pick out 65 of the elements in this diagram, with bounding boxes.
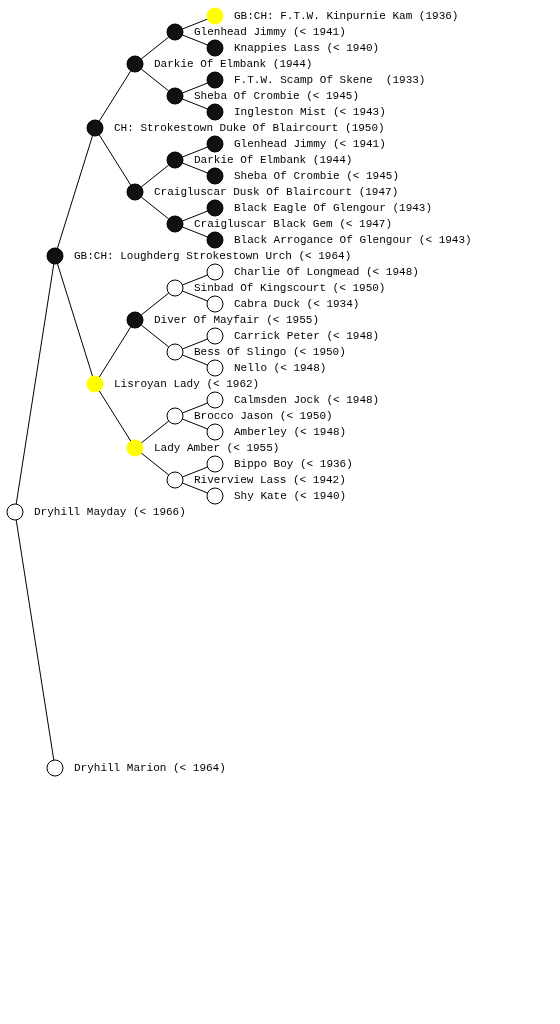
connector-line [140,292,170,316]
connector-line [181,402,209,414]
dog-name: Diver Of Mayfair (< 1955) [154,313,320,327]
dog-name: Bippo Boy (< 1936) [234,457,353,471]
connector-line [181,338,209,350]
dog-name: Cabra Duck (< 1934) [234,297,360,311]
dog-name: Calmsden Jock (< 1948) [234,393,380,407]
connector-line [181,162,209,174]
connector-line [15,263,55,505]
connector-line [181,290,209,302]
dog-name: Sinbad Of Kingscourt (< 1950) [194,281,386,295]
connector-line [140,196,170,220]
dog-name: Amberley (< 1948) [234,425,347,439]
dog-name: Black Arrogance Of Glengour (< 1943) [234,233,472,247]
dog-name: Charlie Of Longmead (< 1948) [234,265,419,279]
connector-line [181,274,209,286]
dog-name: Riverview Lass (< 1942) [194,473,346,487]
dog-name: Sheba Of Crombie (< 1945) [234,169,400,183]
dog-name: Bess Of Slingo (< 1950) [194,345,346,359]
connector-line [56,263,94,377]
dog-name: GB:CH: Loughderg Strokestown Urch (< 1964) [74,249,352,263]
dog-name: Craigluscar Dusk Of Blaircourt (1947) [154,185,399,199]
connector-line [98,326,132,378]
dog-name: Glenhead Jimmy (< 1941) [234,137,386,151]
connector-line [181,98,209,110]
connector-line [140,68,170,92]
connector-line [98,390,132,442]
connector-line [181,482,209,494]
dog-name: Knappies Lass (< 1940) [234,41,380,55]
connector-line [15,519,55,761]
connector-line [181,226,209,238]
connector-line [181,18,209,30]
dog-name: Shy Kate (< 1940) [234,489,347,503]
dog-name: GB:CH: F.T.W. Kinpurnie Kam (1936) [234,9,459,23]
dog-name: Craigluscar Black Gem (< 1947) [194,217,393,231]
dog-name: Dryhill Marion (< 1964) [74,761,226,775]
dog-name: Sheba Of Crombie (< 1945) [194,89,360,103]
connector-line [140,36,170,60]
connector-line [181,210,209,222]
dog-name: Ingleston Mist (< 1943) [234,105,386,119]
connector-line [140,164,170,188]
connector-line [181,34,209,46]
dog-name: Dryhill Mayday (< 1966) [34,505,186,519]
connector-line [98,134,132,186]
connector-line [181,82,209,94]
dog-name: Black Eagle Of Glengour (1943) [234,201,433,215]
connector-line [181,354,209,366]
dog-name: Darkie Of Elmbank (1944) [154,57,313,71]
connector-line [181,418,209,430]
connector-line [140,324,170,348]
connector-line [140,420,170,444]
dog-name: Nello (< 1948) [234,361,327,375]
dog-name: Glenhead Jimmy (< 1941) [194,25,346,39]
dog-name: CH: Strokestown Duke Of Blaircourt (1950) [114,121,385,135]
connector-line [181,466,209,478]
dog-name: Lisroyan Lady (< 1962) [114,377,260,391]
dog-name: Carrick Peter (< 1948) [234,329,380,343]
connector-line [140,452,170,476]
connector-line [98,70,132,122]
dog-name: Lady Amber (< 1955) [154,441,280,455]
dog-name: Darkie Of Elmbank (1944) [194,153,353,167]
connector-line [181,146,209,158]
dog-name: F.T.W. Scamp Of Skene (1933) [234,73,426,87]
connector-line [56,135,94,249]
dog-name: Brocco Jason (< 1950) [194,409,333,423]
